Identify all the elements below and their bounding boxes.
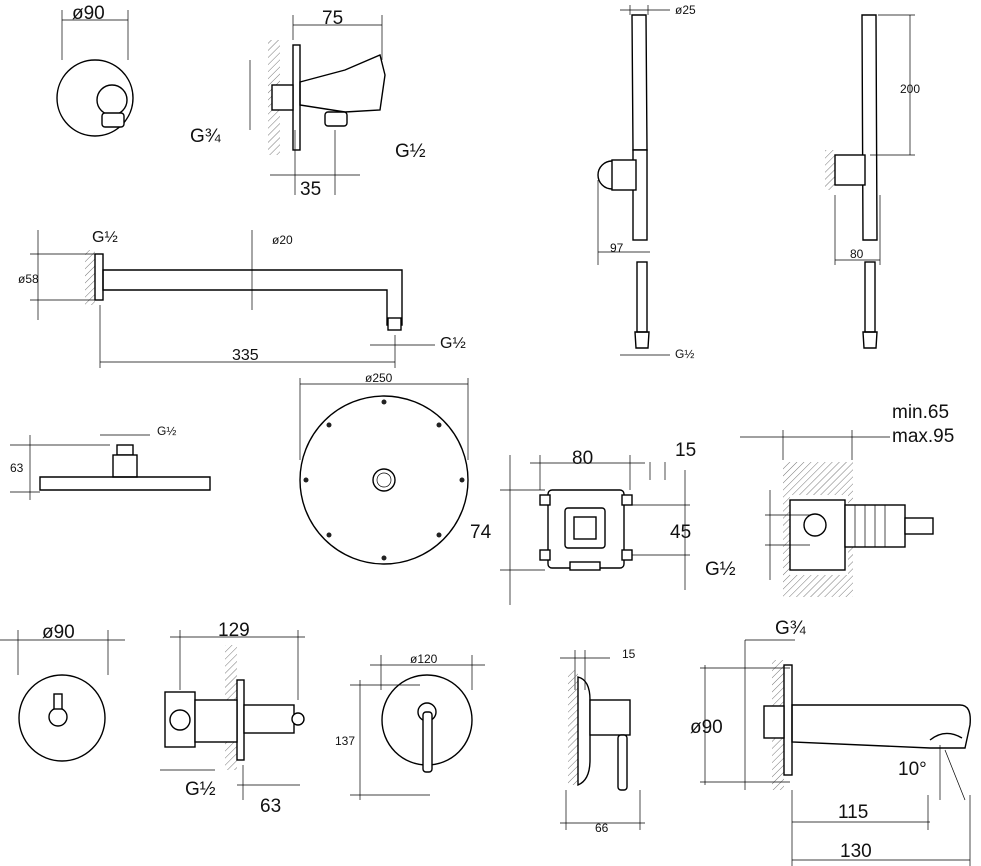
hand-shower-front-drawing: ø25 97 G½ <box>597 3 696 361</box>
dim-spout-diameter: ø90 <box>690 717 723 738</box>
dim-thermo-length: 129 <box>218 620 250 641</box>
dim-head-thread: G½ <box>157 424 176 438</box>
mixer-plate-drawing: ø120 137 <box>335 652 485 800</box>
dim-elbow-thread-in: G¾ <box>190 126 222 147</box>
dim-mixer-height: 137 <box>335 734 355 748</box>
valve-box-side-drawing: min.65 max.95 G½ <box>705 402 954 597</box>
round-plate-drawing: ø90 <box>56 3 134 137</box>
dim-box-thread: G½ <box>705 559 736 580</box>
dim-spout-length-short: 115 <box>838 802 868 823</box>
dim-box-inner: 45 <box>670 522 691 543</box>
dim-head-diameter: ø250 <box>365 371 393 385</box>
dim-box-max: max.95 <box>892 426 954 447</box>
head-shower-top-drawing: ø250 <box>299 371 469 565</box>
dim-box-width: 80 <box>572 448 593 469</box>
dim-hand-shower-diameter: ø25 <box>675 3 696 17</box>
dim-thermo-plate-diameter: ø90 <box>42 622 75 643</box>
dim-head-height: 63 <box>10 461 24 475</box>
dim-elbow-width: 75 <box>322 8 343 29</box>
dim-arm-thread-wall: G½ <box>92 229 118 246</box>
dim-box-offset: 15 <box>675 440 696 461</box>
dim-elbow-thread-out: G½ <box>395 141 426 162</box>
dim-thermo-depth: 63 <box>260 796 281 817</box>
dim-spout-angle: 10° <box>898 759 927 780</box>
dim-hand-shower-height: 200 <box>900 82 920 96</box>
dim-box-min: min.65 <box>892 402 949 423</box>
dim-hand-shower-depth: 97 <box>610 241 624 255</box>
dim-arm-flange: ø58 <box>18 272 39 286</box>
mixer-side-drawing: 15 66 <box>560 647 645 835</box>
dim-round-plate-diameter: ø90 <box>72 3 105 24</box>
dim-spout-thread: G¾ <box>775 618 807 639</box>
bath-spout-drawing: G¾ ø90 10° 115 130 <box>690 618 971 866</box>
dim-box-height: 74 <box>470 522 492 543</box>
thermostat-side-drawing: 129 G½ 63 <box>160 620 305 817</box>
dim-hand-shower-thread: G½ <box>675 347 694 361</box>
hand-shower-side-drawing: 200 80 <box>825 14 920 349</box>
head-shower-side-drawing: 63 G½ <box>10 424 211 500</box>
dim-arm-tube: ø20 <box>272 233 293 247</box>
dim-thermo-thread: G½ <box>185 779 216 800</box>
shower-arm-drawing: G½ ø20 ø58 335 G½ <box>18 229 466 368</box>
dim-mixer-diameter: ø120 <box>410 652 438 666</box>
dim-spout-length-long: 130 <box>840 841 872 862</box>
dim-arm-thread-head: G½ <box>440 335 466 352</box>
thermostat-plate-drawing: ø90 <box>0 622 125 762</box>
dim-hand-shower-width: 80 <box>850 247 864 261</box>
dim-mixer-offset: 15 <box>622 647 636 661</box>
dim-mixer-depth: 66 <box>595 821 609 835</box>
dim-elbow-offset: 35 <box>300 179 321 200</box>
dim-arm-length: 335 <box>232 347 259 364</box>
valve-box-front-drawing: 80 15 74 45 <box>470 440 696 605</box>
wall-elbow-drawing: 75 G¾ G½ 35 <box>190 8 426 200</box>
